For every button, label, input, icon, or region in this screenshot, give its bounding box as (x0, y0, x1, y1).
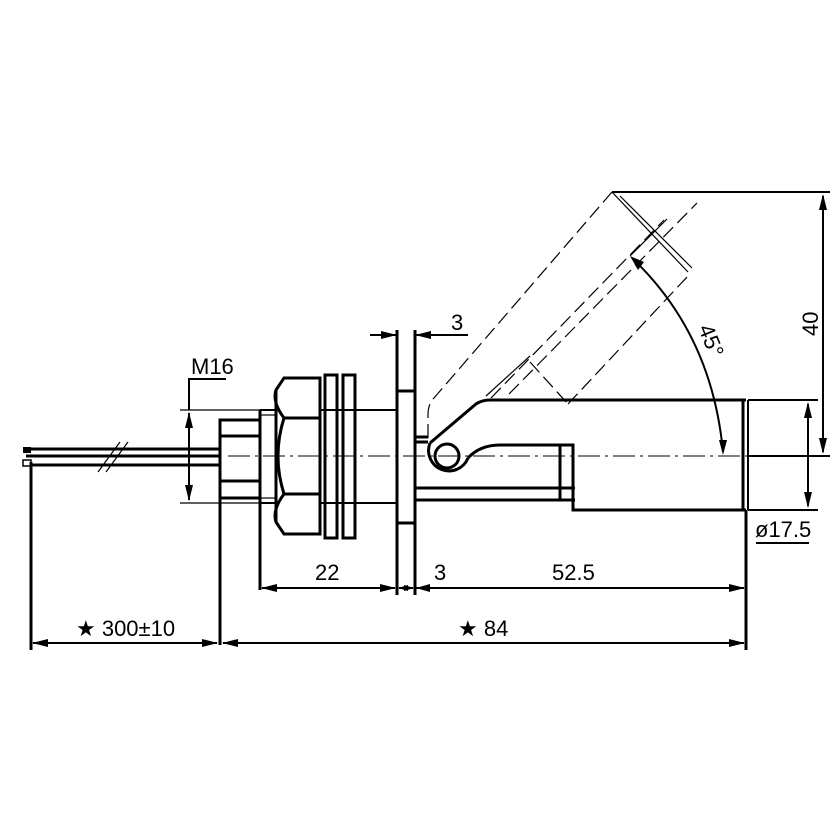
dim-flange-gap-label: 3 (434, 560, 446, 585)
dim-thread: M16 (180, 354, 276, 504)
dim-row-upper: 22 3 52.5 (261, 560, 745, 592)
dim-thread-label: M16 (191, 354, 234, 379)
dim-height: 40 (612, 191, 830, 457)
dim-total-length-label: ★ 84 (458, 616, 508, 641)
cable-leads (22, 441, 220, 473)
float-arm (415, 398, 749, 512)
dim-height-label: 40 (798, 312, 823, 336)
dim-flange-thickness: 3 (370, 310, 468, 339)
dim-row-lower: ★ 300±10 ★ 84 (29, 462, 745, 650)
dim-body-length-label: 22 (315, 560, 339, 585)
float-tilted-45 (427, 191, 698, 438)
threaded-body (218, 409, 276, 645)
dim-float-diameter-label: ø17.5 (755, 517, 811, 542)
mounting-flange (395, 330, 417, 595)
hex-nut (273, 376, 322, 536)
dim-float-length-label: 52.5 (552, 560, 595, 585)
dim-flange-thickness-label: 3 (451, 310, 463, 335)
dim-float-diameter: ø17.5 (744, 399, 818, 650)
dim-cable-length-label: ★ 300±10 (76, 616, 175, 641)
pivot-hinge (427, 442, 470, 473)
